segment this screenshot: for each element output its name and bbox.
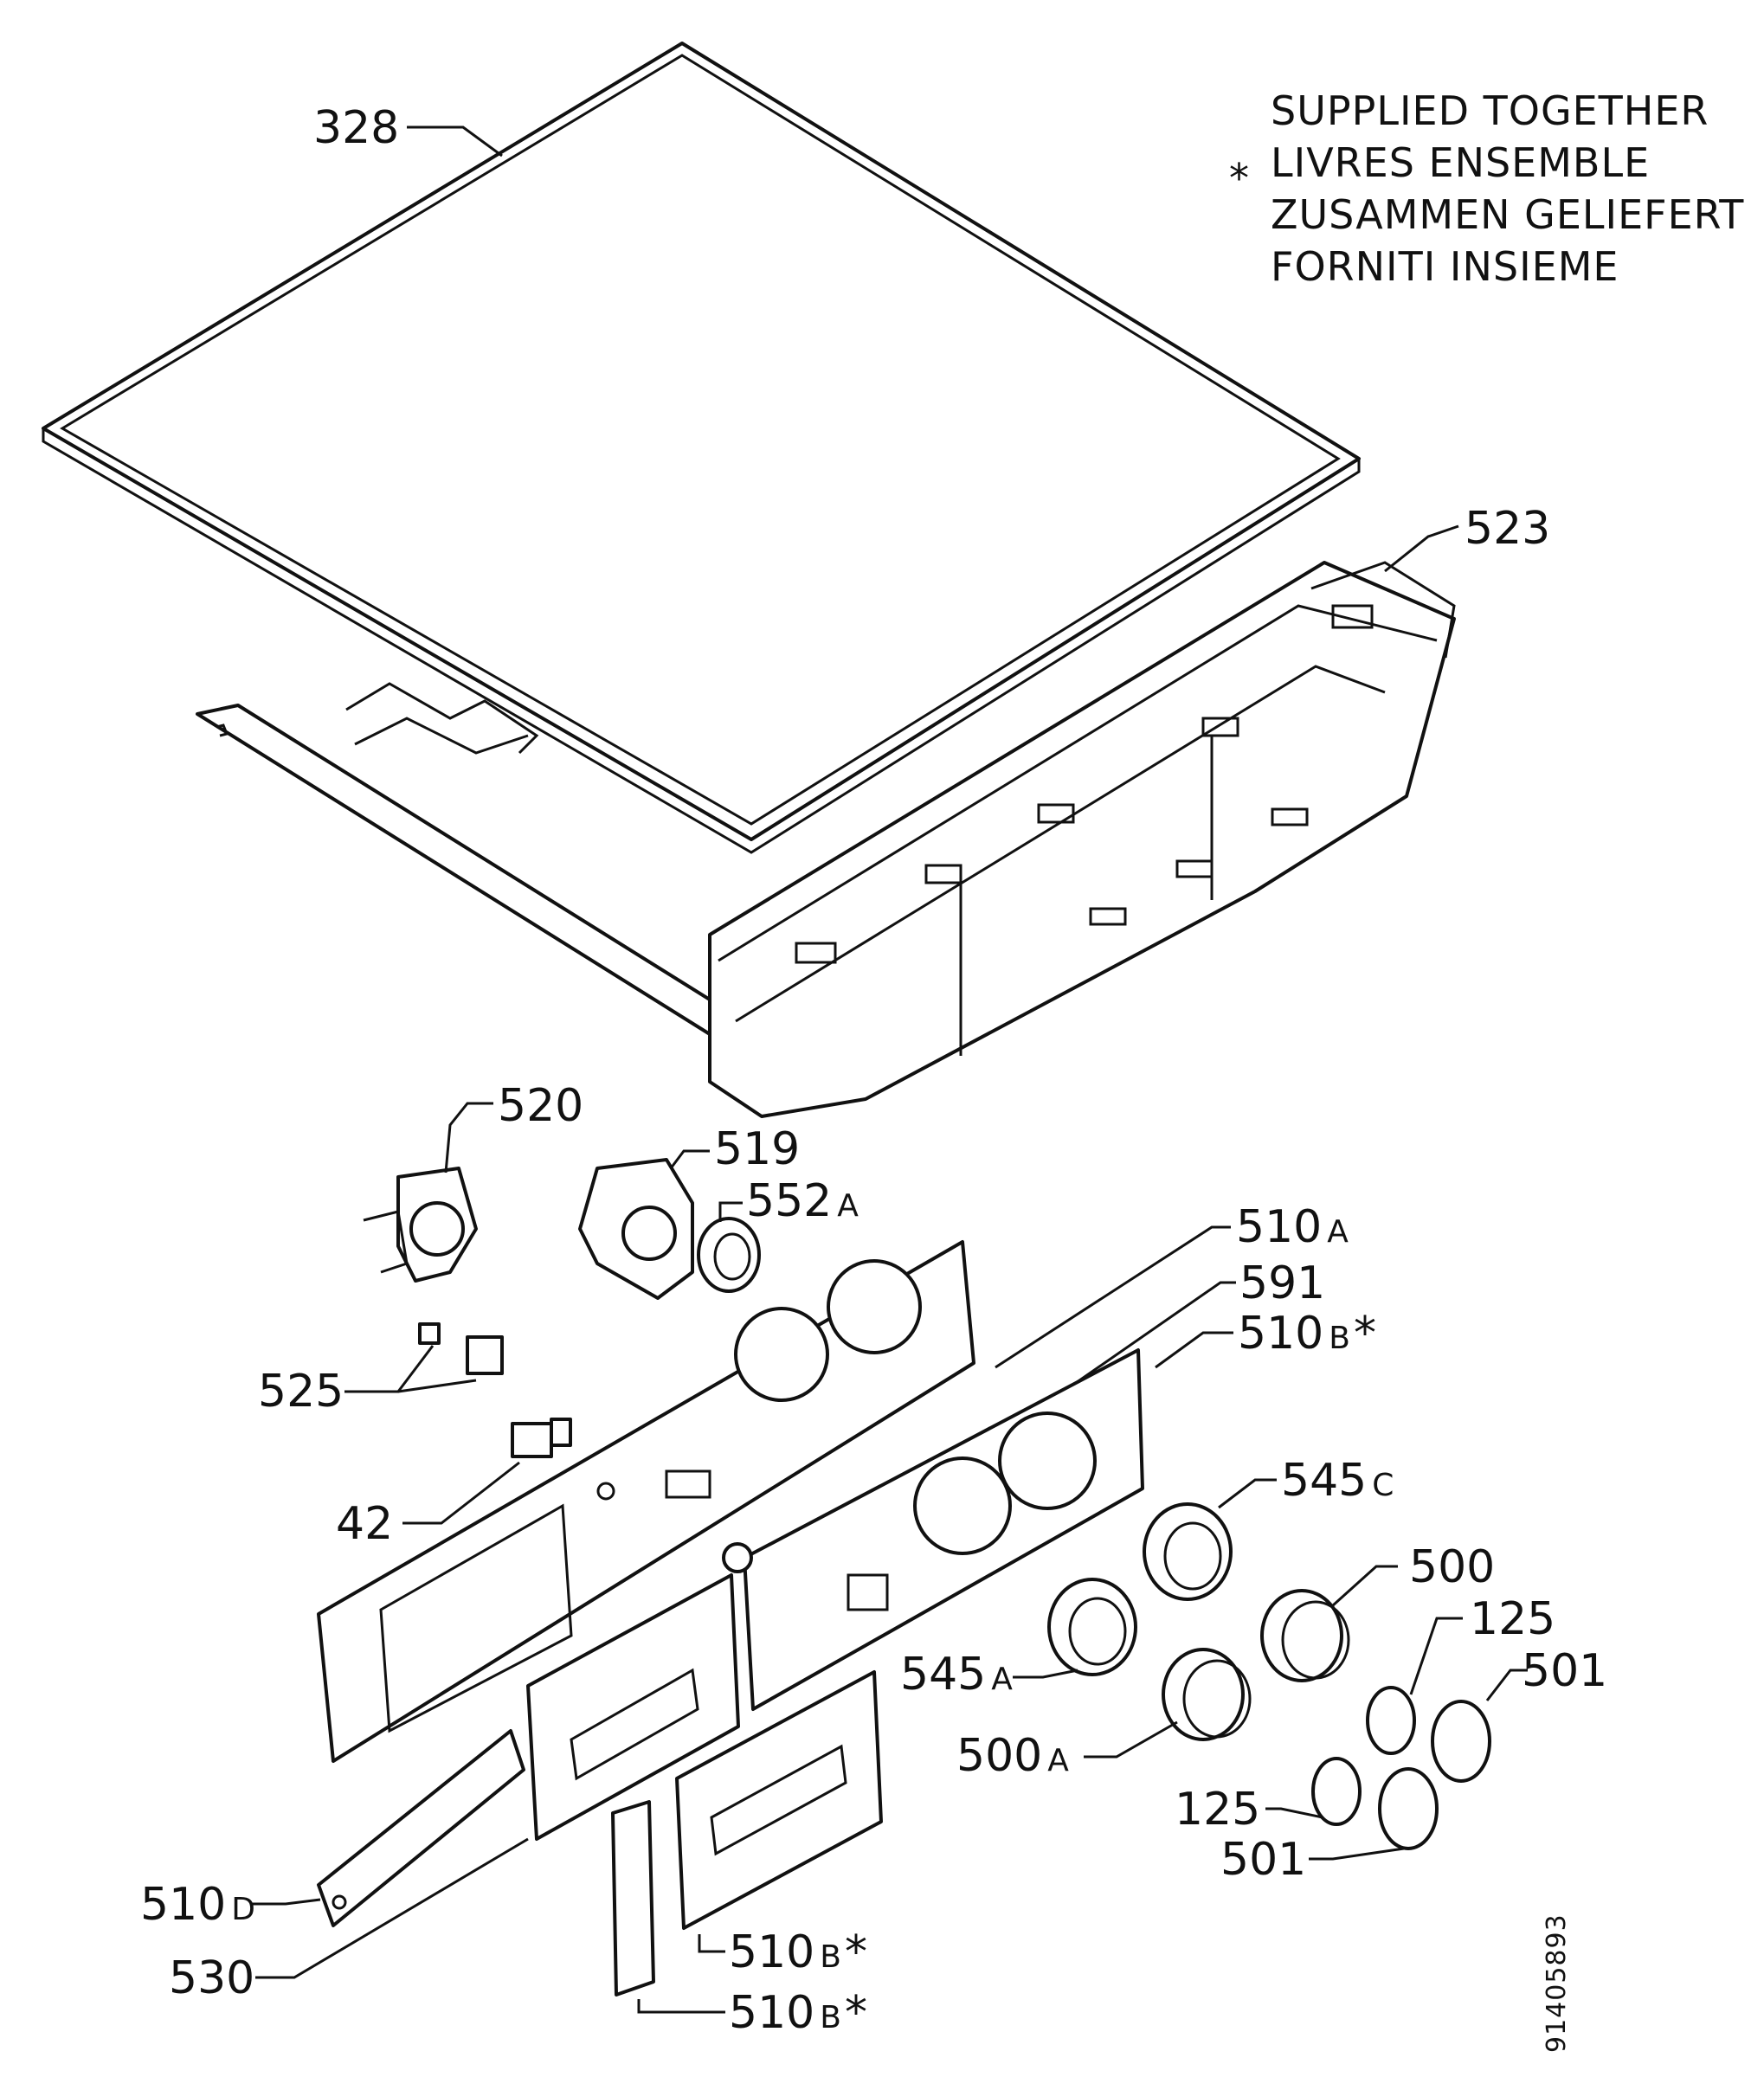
callout-519: 519 <box>714 1123 800 1175</box>
note-line-4: FORNITI INSIEME <box>1271 243 1619 290</box>
callout-501-a: 501 <box>1522 1645 1607 1697</box>
note-line-3: ZUSAMMEN GELIEFERT <box>1271 191 1744 238</box>
callout-520: 520 <box>498 1080 583 1132</box>
callout-125-a: 125 <box>1470 1593 1555 1645</box>
callout-525: 525 <box>258 1366 344 1418</box>
callout-501-b: 501 <box>1220 1834 1306 1886</box>
part-510b-strip <box>611 1800 655 1997</box>
part-510b-panel <box>722 1348 1144 1711</box>
note-marker: * <box>1229 155 1250 202</box>
part-510b-plate <box>675 1670 883 1930</box>
note-line-2: LIVRES ENSEMBLE <box>1271 139 1650 186</box>
callout-530: 530 <box>169 1952 254 2004</box>
drawing-number: 91405893 <box>1542 1913 1572 2053</box>
part-510d-strip <box>317 1729 525 1927</box>
callout-125-b: 125 <box>1175 1784 1260 1836</box>
part-552a-ring <box>697 1217 761 1293</box>
part-525-switch <box>418 1322 504 1375</box>
callout-328: 328 <box>313 102 399 154</box>
part-125-ring-lower <box>1311 1757 1362 1826</box>
part-42 <box>511 1418 572 1458</box>
part-500a-knob <box>1162 1648 1252 1741</box>
callout-500: 500 <box>1409 1541 1495 1593</box>
part-510a-panel <box>317 1240 975 1763</box>
part-545a <box>1047 1578 1137 1676</box>
part-125-ring-upper <box>1366 1686 1416 1755</box>
part-523-frame <box>196 561 1456 1118</box>
part-501-cap-lower <box>1378 1767 1439 1850</box>
part-501-cap-upper <box>1431 1700 1491 1783</box>
part-530-panel <box>526 1573 740 1841</box>
callout-591: 591 <box>1239 1257 1325 1309</box>
callout-42: 42 <box>336 1498 393 1550</box>
callout-523: 523 <box>1465 503 1550 555</box>
note-line-1: SUPPLIED TOGETHER <box>1271 87 1709 134</box>
part-520 <box>363 1167 478 1283</box>
part-500-knob <box>1260 1589 1350 1682</box>
part-328-worktop <box>42 42 1361 854</box>
part-519 <box>578 1158 694 1300</box>
part-545c <box>1143 1502 1233 1601</box>
supplied-together-note: * SUPPLIED TOGETHER LIVRES ENSEMBLE ZUSA… <box>1229 87 1744 290</box>
